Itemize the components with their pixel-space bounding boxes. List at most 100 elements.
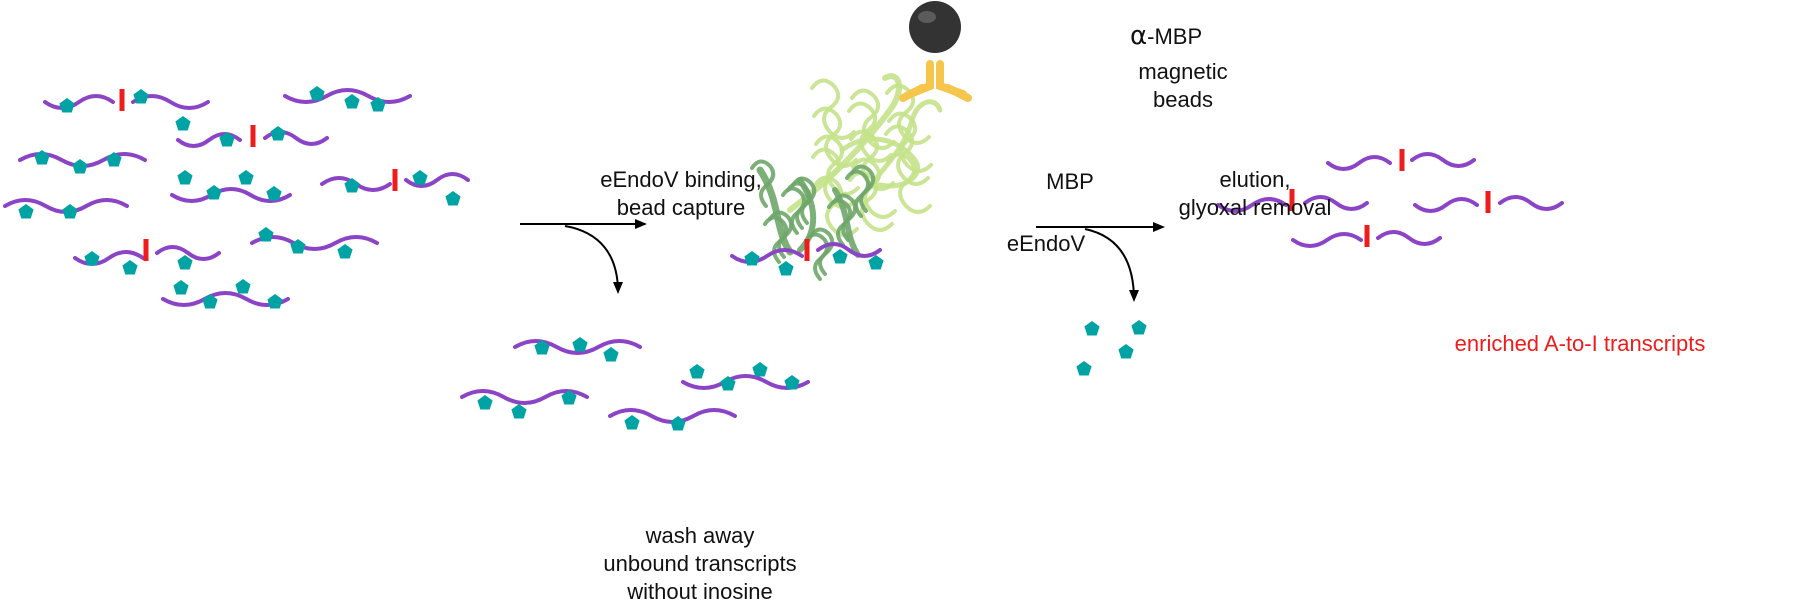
glyoxal-adduct-icon — [59, 98, 75, 113]
rna-strand — [1303, 195, 1369, 211]
glyoxal-adduct-icon — [106, 152, 122, 167]
protein-ribbon — [750, 159, 776, 208]
rna-strand — [816, 242, 882, 258]
magnetic-bead-icon — [909, 1, 961, 53]
step2-label: elution, glyoxal removal — [1150, 166, 1360, 222]
inosine-mark — [119, 89, 125, 111]
glyoxal-adduct-icon — [309, 86, 325, 101]
rna-strand — [460, 389, 589, 405]
step1-line2: bead capture — [616, 195, 746, 220]
glyoxal-adduct-icon — [784, 375, 800, 390]
glyoxal-adduct-icon — [177, 170, 193, 185]
protein-ribbon — [850, 88, 896, 150]
rna-strand — [250, 235, 379, 251]
glyoxal-adduct-icon — [1076, 361, 1092, 376]
glyoxal-adduct-icon — [173, 280, 189, 295]
inosine-mark — [804, 239, 810, 261]
glyoxal-adduct-icon — [72, 159, 88, 174]
glyoxal-adduct-icon — [206, 185, 222, 200]
glyoxal-adduct-icon — [219, 132, 235, 147]
glyoxal-adduct-icon — [670, 416, 686, 431]
rna-strand — [1216, 197, 1288, 213]
glyoxal-adduct-icon — [122, 260, 138, 275]
protein-ribbon — [756, 166, 794, 256]
glyoxal-adduct-icon — [84, 251, 100, 266]
glyoxal-adduct-icon — [344, 178, 360, 193]
protein-ribbon — [850, 164, 876, 213]
glyoxal-adduct-icon — [561, 390, 577, 405]
glyoxal-adduct-icon — [603, 347, 619, 362]
rna-strand — [1413, 197, 1479, 213]
wash-branch-arrow — [564, 225, 623, 294]
beads-line1: magnetic — [1138, 59, 1228, 84]
glyoxal-adduct-icon — [290, 239, 306, 254]
glyoxal-adduct-icon — [270, 126, 286, 141]
rna-strand — [73, 250, 145, 266]
rna-strand — [513, 339, 642, 355]
glyoxal-adduct-icon — [778, 261, 794, 276]
protein-ribbon — [781, 186, 807, 235]
glyoxal-adduct-icon — [1118, 344, 1134, 359]
rna-strand — [730, 248, 804, 264]
inosine-mark — [1485, 191, 1491, 213]
protein-ribbon — [887, 111, 933, 173]
glyoxal-adduct-icon — [235, 279, 251, 294]
glyoxal-adduct-icon — [177, 255, 193, 270]
eendov-label: eEndoV — [1006, 231, 1086, 256]
inosine-mark — [250, 125, 256, 147]
glyoxal-adduct-icon — [344, 94, 360, 109]
rna-strand — [170, 187, 292, 203]
rna-strand — [1498, 195, 1564, 211]
glyoxal-adduct-icon — [720, 376, 736, 391]
glyoxal-adduct-icon — [133, 89, 149, 104]
rna-strand — [1326, 155, 1392, 171]
protein-ribbon — [845, 169, 871, 218]
inosine-mark — [1364, 225, 1370, 247]
wash-line1: wash away — [645, 523, 755, 548]
glyoxal-adduct-icon — [412, 170, 428, 185]
antibody-icon — [944, 84, 972, 102]
rna-strand — [161, 291, 290, 307]
protein-ribbon — [839, 136, 920, 189]
strands-layer — [3, 86, 1564, 431]
glyoxal-adduct-icon — [337, 244, 353, 259]
glyoxal-adduct-icon — [258, 227, 274, 242]
glyoxal-adduct-icon — [202, 294, 218, 309]
glyoxal-adduct-icon — [744, 251, 760, 266]
protein-ribbon — [787, 73, 902, 213]
glyoxal-adduct-icon — [370, 97, 386, 112]
antibody-icon — [899, 84, 926, 102]
inosine-mark — [1289, 189, 1295, 211]
glyoxal-adduct-icon — [18, 204, 34, 219]
glyoxal-adduct-icon — [572, 337, 588, 352]
alpha-mbp-text: -MBP — [1147, 24, 1203, 49]
glyoxal-adduct-icon — [477, 395, 493, 410]
mbp-label: MBP — [1046, 169, 1094, 194]
protein-ribbon — [832, 187, 861, 258]
glyoxal-adduct-icon — [1131, 320, 1147, 335]
beads-line2: beads — [1153, 87, 1213, 112]
protein-ribbon — [804, 232, 830, 281]
bead-layer — [899, 1, 972, 102]
glyoxal-adduct-icon — [511, 404, 527, 419]
arrows-layer — [520, 219, 1165, 302]
protein-layer — [750, 73, 943, 281]
protein-ribbon — [814, 134, 860, 196]
glyoxal-adduct-icon — [624, 415, 640, 430]
protein-ribbon — [797, 177, 817, 253]
rna-strand — [1376, 230, 1442, 246]
glyoxal-adduct-icon — [445, 191, 461, 206]
rna-strand — [1410, 152, 1476, 168]
rna-strand — [1291, 232, 1363, 248]
alpha-symbol: α — [1130, 21, 1148, 51]
release-branch-arrow — [1084, 228, 1139, 302]
glyoxal-adduct-icon — [175, 116, 191, 131]
glyoxal-adduct-icon — [868, 255, 884, 270]
rna-strand — [404, 172, 470, 188]
wash-label: wash away unbound transcripts without in… — [570, 522, 830, 606]
glyoxal-adduct-icon — [62, 204, 78, 219]
glyoxal-adduct-icon — [832, 249, 848, 264]
glyoxal-adduct-icon — [1084, 321, 1100, 336]
step1-line1: eEndoV binding, — [600, 167, 762, 192]
